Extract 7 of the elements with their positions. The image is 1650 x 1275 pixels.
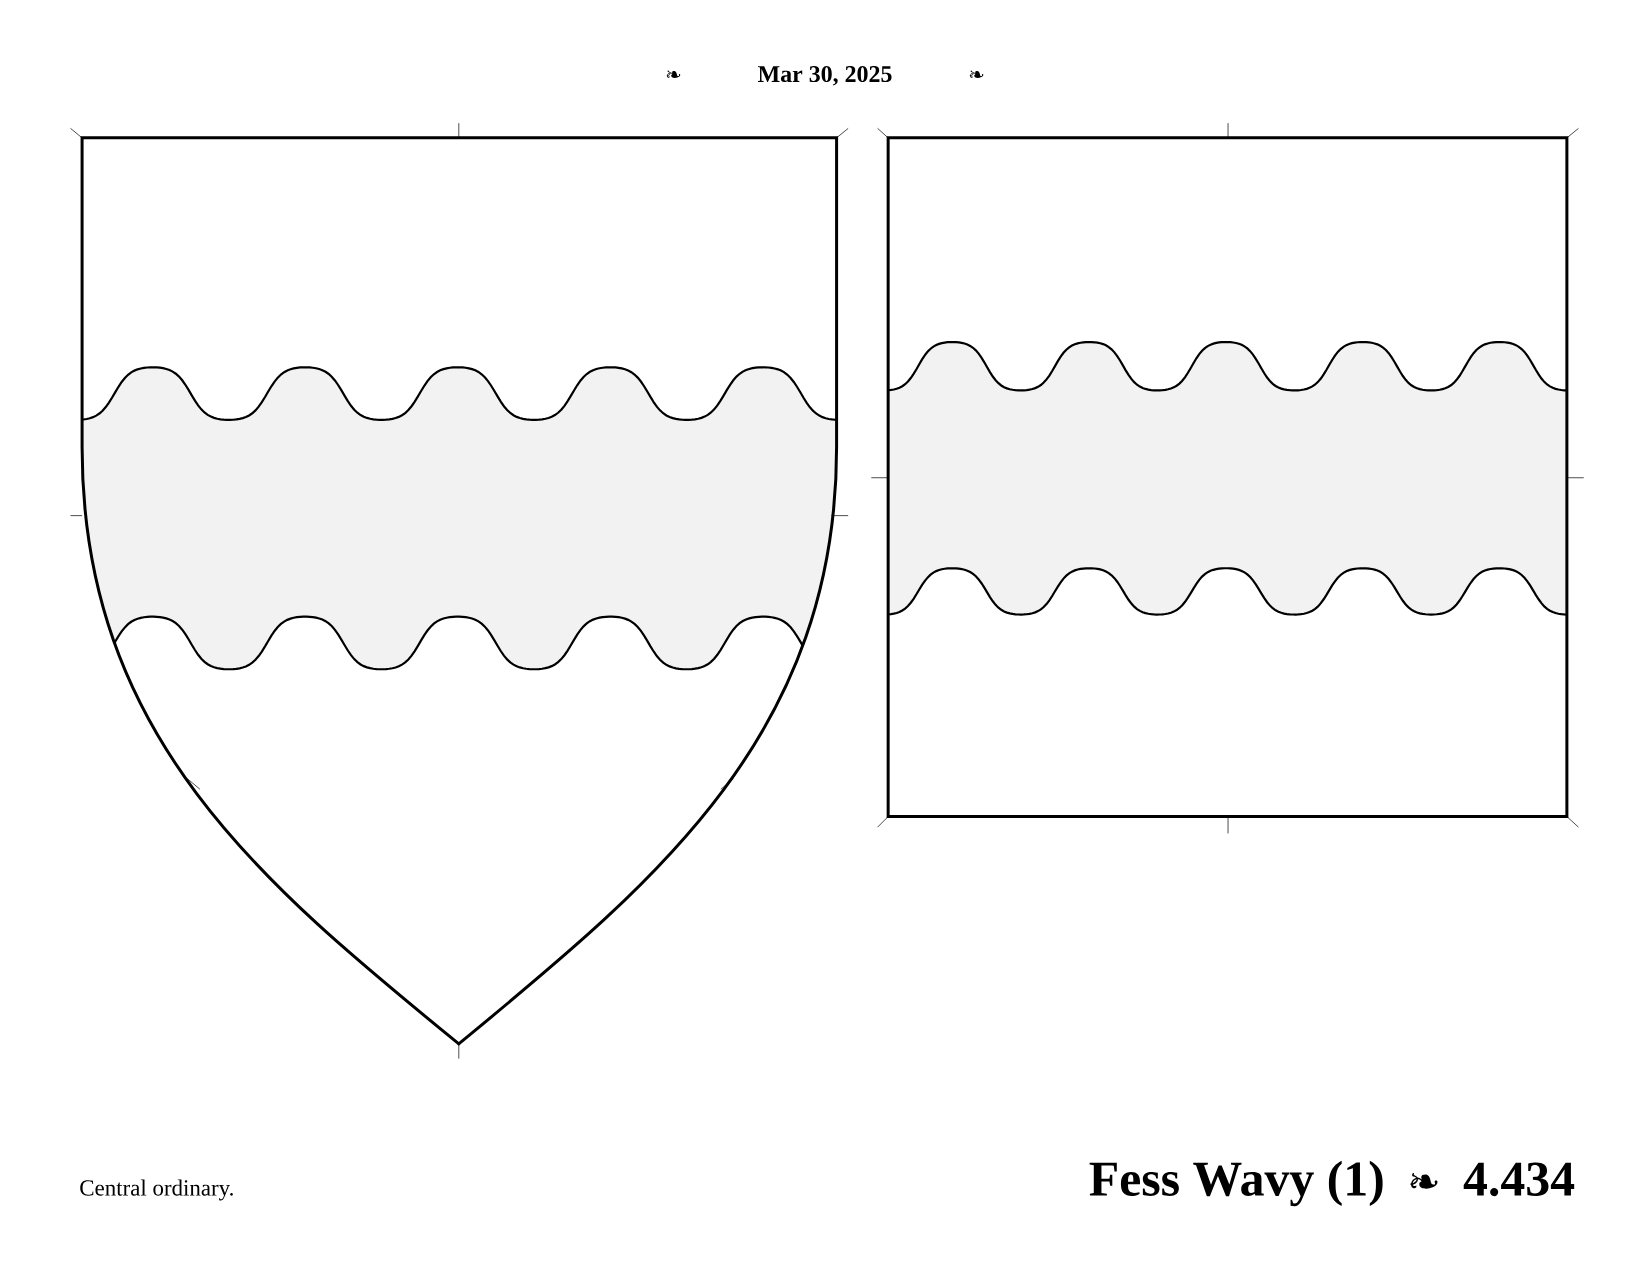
plate-number: 4.434: [1463, 1162, 1575, 1197]
fleuron-ornament: ❧: [1410, 1172, 1438, 1189]
fleuron-ornament: ❧: [969, 70, 984, 79]
fleuron-ornament: ❧: [666, 70, 681, 79]
date-text: Mar 30, 2025: [758, 65, 892, 86]
title: Fess Wavy (1): [1089, 1160, 1383, 1207]
caption: Central ordinary.: [80, 1179, 233, 1201]
